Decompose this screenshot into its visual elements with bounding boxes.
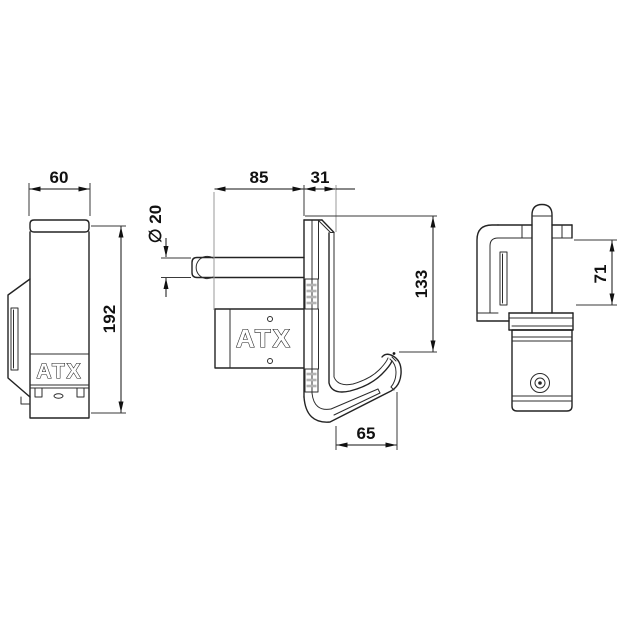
dimension-hook-height-133: 133 [305, 215, 437, 353]
dim-label-31: 31 [311, 168, 330, 187]
dimension-opening-71: 71 [574, 239, 617, 306]
flange-slot [10, 307, 19, 371]
lower-band [508, 312, 574, 331]
left-side-view: ATX 60 192 [7, 168, 126, 419]
footer-notch-right [76, 387, 85, 398]
pin-dome-arc [195, 255, 214, 280]
dim-label-65: 65 [357, 424, 376, 443]
flange-foot-tab [20, 396, 31, 405]
dimension-pin-diameter: ∅ 20 [146, 205, 191, 297]
dimension-width-60: 60 [28, 168, 91, 216]
pin-front [531, 203, 553, 314]
right-front-view: 71 [476, 203, 617, 412]
dimension-pin-length-85: 85 [213, 168, 305, 310]
pin-outline [191, 256, 305, 279]
atx-logo-side: ATX [37, 360, 83, 383]
bolt-center [538, 381, 542, 385]
body-outline [29, 231, 90, 419]
bracket-inner [489, 237, 499, 314]
bolt-outer [530, 373, 550, 393]
bracket-slot [499, 251, 508, 306]
cap-outline [29, 219, 90, 233]
flange-outline [7, 278, 31, 398]
footer-slot-hole [53, 393, 64, 399]
dim-label-85: 85 [250, 168, 269, 187]
front-body [511, 329, 573, 412]
liner-block-upper [304, 278, 319, 310]
body-block: ATX [214, 308, 305, 369]
bolt-inner [534, 377, 546, 389]
liner-block-lower [304, 368, 319, 393]
dim-label-133: 133 [412, 270, 431, 298]
nose-tangent-dot [392, 352, 396, 355]
dim-label-192: 192 [100, 305, 119, 333]
dim-label-diameter-20: ∅ 20 [146, 205, 165, 243]
block-hole-top [267, 316, 273, 322]
center-side-view: ATX ∅ 20 85 [146, 168, 437, 450]
dim-label-71: 71 [591, 265, 610, 284]
dimension-depth-31: 31 [304, 168, 355, 232]
block-hole-bottom [267, 358, 273, 364]
dim-label-60: 60 [50, 168, 69, 187]
dimension-hook-length-65: 65 [335, 392, 398, 450]
dimension-height-192: 192 [91, 225, 126, 414]
atx-logo-front: ATX [236, 325, 292, 353]
j-hook [303, 232, 402, 423]
top-arm [497, 224, 573, 239]
footer-notch-left [34, 387, 43, 398]
bracket-outer [476, 224, 510, 322]
hook-nose-band [389, 358, 397, 388]
